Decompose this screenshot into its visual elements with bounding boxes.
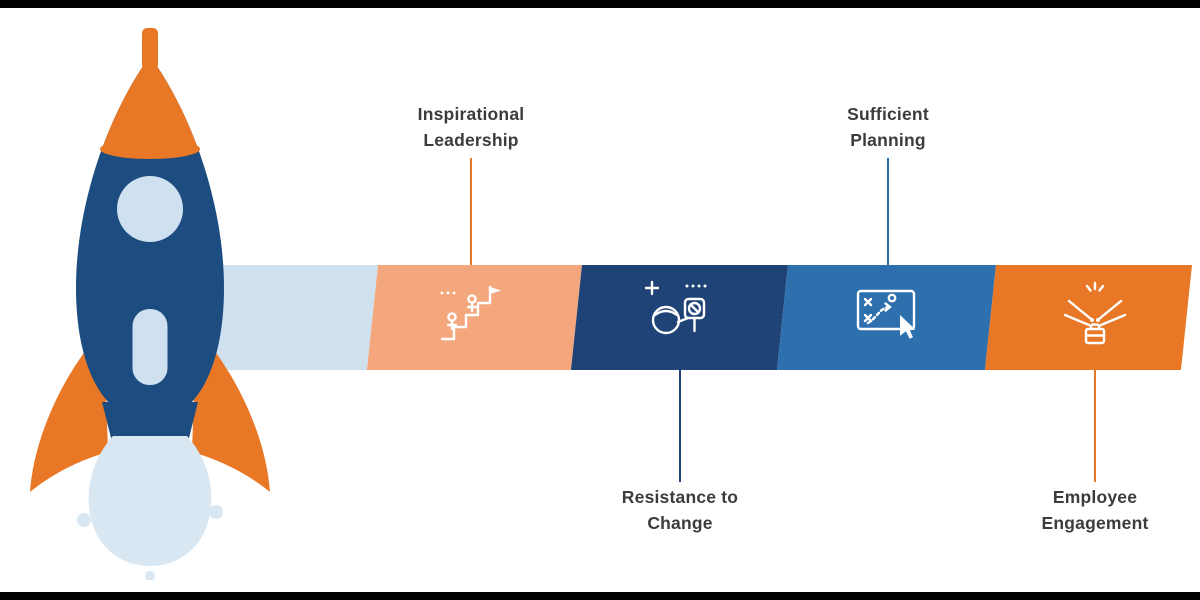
rocket-exhaust-flame — [88, 436, 212, 566]
bottom-frame-bar — [0, 592, 1200, 600]
rocket-window — [117, 176, 183, 242]
connector-resistance-to-change — [679, 370, 681, 482]
label-line-1: Resistance to — [621, 487, 739, 507]
connector-sufficient-planning — [887, 158, 889, 265]
label-sufficient-planning: Sufficient Planning — [768, 101, 1008, 153]
resistance-stop-icon — [644, 280, 707, 335]
label-line-2: Leadership — [423, 130, 519, 150]
rocket-nose-cone-edge — [100, 139, 200, 159]
hands-teamwork-icon-art — [1063, 281, 1127, 345]
label-employee-engagement: Employee Engagement — [975, 484, 1200, 536]
resistance-stop-icon-art — [644, 280, 707, 335]
leadership-growth-icon-art — [440, 285, 501, 341]
exhaust-puff-left — [77, 513, 91, 527]
rocket-left-fin — [30, 328, 108, 492]
hands-teamwork-icon — [1063, 281, 1127, 345]
label-line-2: Planning — [850, 130, 926, 150]
label-resistance-to-change: Resistance to Change — [560, 484, 800, 536]
label-inspirational-leadership: Inspirational Leadership — [351, 101, 591, 153]
label-line-2: Change — [647, 513, 713, 533]
leadership-growth-icon — [440, 285, 501, 341]
top-frame-bar — [0, 0, 1200, 8]
rocket-right-fin — [192, 328, 270, 492]
label-line-1: Inspirational — [417, 104, 525, 124]
exhaust-puff-right — [209, 505, 223, 519]
strategy-planning-screen-icon-art — [856, 289, 916, 339]
label-line-1: Sufficient — [847, 104, 929, 124]
exhaust-puff-bottom — [145, 571, 155, 580]
rocket-door — [132, 309, 168, 385]
connector-employee-engagement — [1094, 370, 1096, 482]
connector-inspirational-leadership — [470, 158, 472, 265]
rocket-illustration — [30, 28, 270, 580]
strategy-planning-screen-icon — [856, 289, 916, 339]
rocket-nose-cone — [101, 56, 199, 150]
label-line-2: Engagement — [1041, 513, 1149, 533]
rocket-tip-antenna — [142, 28, 158, 70]
label-line-1: Employee — [1052, 487, 1138, 507]
